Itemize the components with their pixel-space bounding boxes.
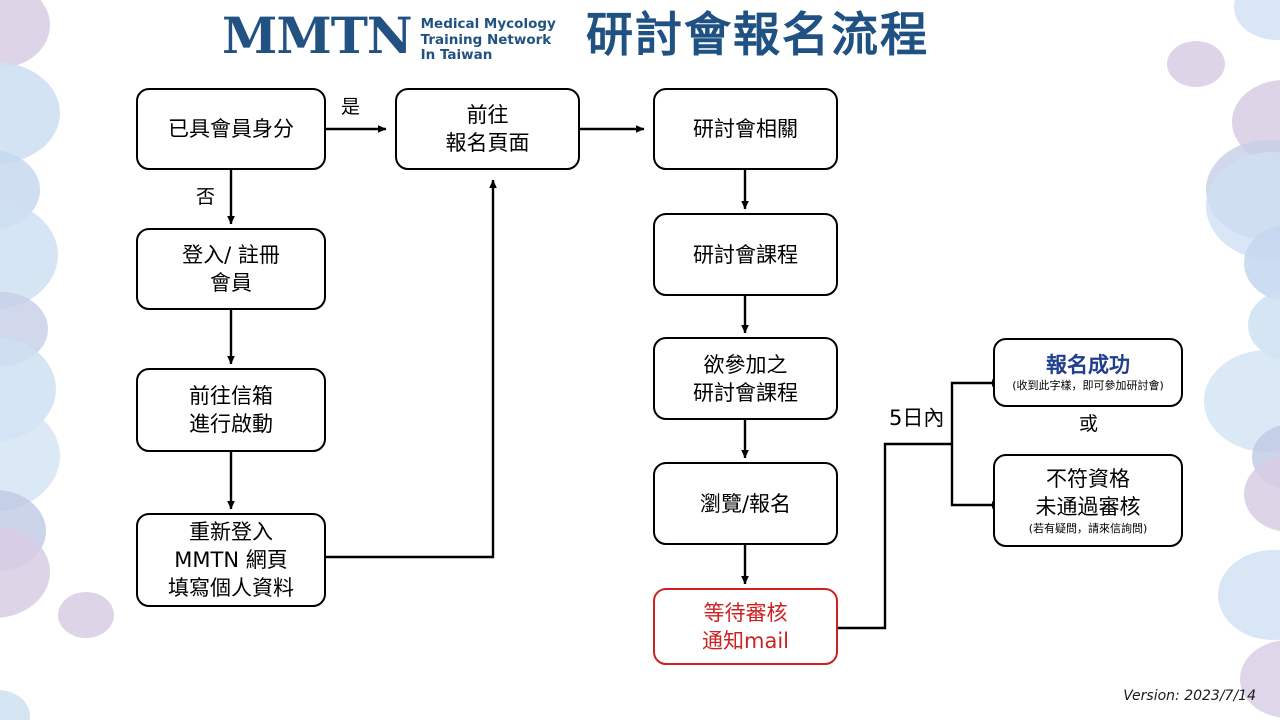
node-line: 瀏覽/報名 — [699, 491, 792, 516]
outcome-or-label: 或 — [1079, 413, 1099, 435]
node-line: 未通過審核 — [1035, 495, 1141, 519]
logo-tagline-line-3: In Taiwan — [420, 47, 493, 63]
rejected-note: (若有疑問，請來信詢問) — [1028, 522, 1148, 535]
node-line: 登入/ 註冊 — [182, 243, 280, 267]
node-seminar-info[interactable]: 研討會相關 — [653, 88, 838, 170]
node-goto-signup[interactable]: 前往 報名頁面 — [395, 88, 580, 170]
logo-tagline-line-2: Training Network — [420, 31, 552, 48]
node-line: 前往 — [466, 103, 509, 127]
node-seminar-course[interactable]: 研討會課程 — [653, 213, 838, 296]
node-line: 前往信箱 — [189, 384, 273, 408]
node-not-qualified[interactable]: 不符資格 未通過審核 (若有疑問，請來信詢問) — [993, 454, 1183, 547]
edge-label-no: 否 — [196, 186, 216, 208]
node-line: 欲參加之 — [703, 352, 788, 377]
node-signup-success[interactable]: 報名成功 (收到此字樣，即可參加研討會) — [993, 338, 1183, 407]
node-line: 研討會課程 — [693, 380, 798, 405]
node-line: 重新登入 — [189, 520, 273, 544]
logo-wordmark: MMTN — [222, 6, 413, 65]
node-line: 填寫個人資料 — [168, 576, 294, 600]
node-member-status[interactable]: 已具會員身分 — [136, 88, 326, 170]
node-line: 研討會相關 — [693, 117, 798, 141]
node-line: 會員 — [210, 271, 252, 295]
version-label: Version: 2023/7/14 — [1123, 688, 1256, 704]
node-line: 不符資格 — [1046, 467, 1130, 491]
node-line: 已具會員身分 — [168, 117, 294, 141]
node-await-review[interactable]: 等待審核 通知mail — [653, 588, 838, 665]
success-title: 報名成功 — [1046, 353, 1130, 377]
logo-tagline: Medical Mycology Training Network In Tai… — [420, 16, 556, 64]
page-title: 研討會報名流程 — [586, 8, 929, 63]
edge-label-within-five-days: 5日內 — [889, 406, 945, 430]
node-line: 報名頁面 — [445, 131, 530, 155]
success-note: (收到此字樣，即可參加研討會) — [1012, 379, 1164, 392]
node-login-register[interactable]: 登入/ 註冊 會員 — [136, 228, 326, 310]
node-line: 等待審核 — [703, 600, 788, 625]
node-browse-signup[interactable]: 瀏覽/報名 — [653, 462, 838, 545]
mmtn-logo: MMTN Medical Mycology Training Network I… — [222, 8, 556, 64]
logo-tagline-line-1: Medical Mycology — [420, 16, 556, 32]
node-line: 進行啟動 — [189, 412, 273, 436]
node-relogin-mmtn[interactable]: 重新登入 MMTN 網頁 填寫個人資料 — [136, 513, 326, 607]
node-line: MMTN 網頁 — [174, 548, 288, 572]
node-goto-mailbox[interactable]: 前往信箱 進行啟動 — [136, 368, 326, 452]
node-line: 通知mail — [702, 628, 789, 653]
node-desired-course[interactable]: 欲參加之 研討會課程 — [653, 337, 838, 420]
node-line: 研討會課程 — [693, 242, 798, 267]
edge-label-yes: 是 — [341, 96, 361, 118]
